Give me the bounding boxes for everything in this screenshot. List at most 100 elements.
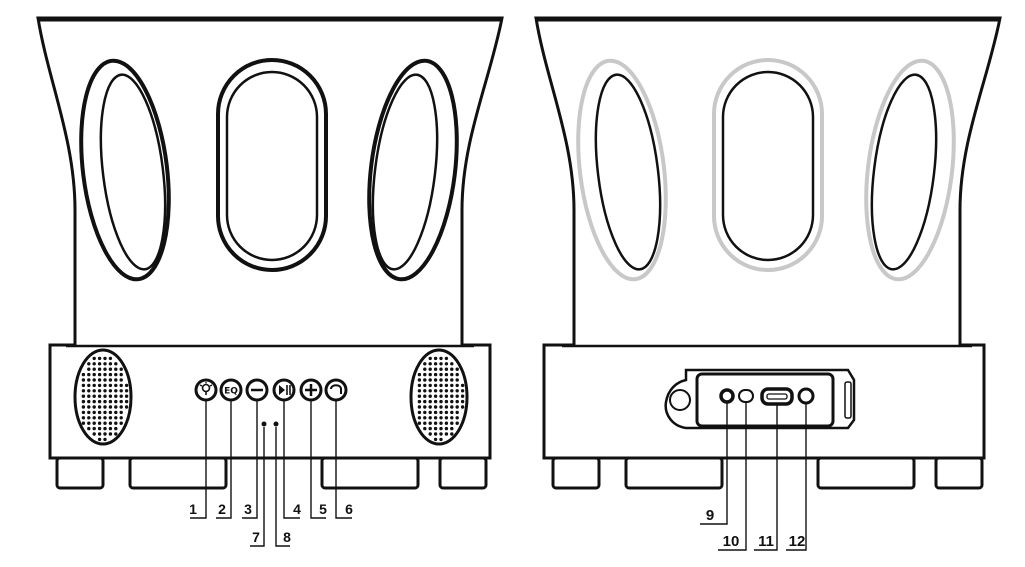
mesh-hole (444, 432, 449, 436)
mesh-hole (87, 367, 91, 371)
mesh-hole (444, 394, 449, 398)
mesh-hole (97, 432, 102, 436)
mesh-hole (417, 405, 422, 409)
mesh-hole (87, 383, 91, 388)
mesh-hole (108, 394, 113, 398)
mesh-hole (114, 416, 118, 420)
mesh-hole (108, 378, 113, 382)
mesh-hole (428, 362, 432, 366)
mesh-hole (423, 378, 427, 382)
mesh-hole (92, 421, 96, 425)
mesh-hole (124, 389, 129, 393)
control-button-volume-down[interactable] (245, 378, 269, 402)
mesh-hole (439, 432, 443, 436)
mesh-hole (450, 410, 454, 415)
indicator-led-8 (273, 421, 279, 427)
mesh-hole (428, 421, 432, 425)
aux-jack-icon[interactable] (719, 388, 735, 404)
control-button-eq[interactable]: EQ (219, 378, 243, 402)
mesh-hole (428, 378, 432, 382)
mesh-hole (423, 389, 427, 393)
mesh-hole (97, 399, 102, 404)
mesh-hole (455, 410, 459, 415)
mesh-hole (87, 410, 91, 415)
mesh-hole (108, 426, 113, 431)
control-button-volume-up[interactable] (299, 378, 323, 402)
light-icon (199, 382, 213, 395)
back-left-grille-slot (576, 58, 668, 282)
mesh-hole (439, 437, 443, 442)
led-indicator-icon (738, 389, 754, 403)
mesh-hole (119, 421, 123, 425)
mesh-hole (417, 410, 422, 415)
mesh-hole (97, 378, 102, 382)
mesh-hole (103, 383, 107, 388)
mesh-hole (124, 405, 129, 409)
mesh-hole (87, 426, 91, 431)
mesh-hole (439, 416, 443, 420)
mesh-hole (103, 426, 107, 431)
mesh-hole (124, 399, 129, 404)
mesh-hole (433, 356, 438, 361)
mesh-hole (81, 372, 86, 377)
mesh-hole (97, 426, 102, 431)
mesh-hole (450, 378, 454, 382)
mesh-hole (114, 378, 118, 382)
mesh-hole (444, 399, 449, 404)
control-button-light[interactable] (194, 378, 218, 402)
mesh-hole (114, 362, 118, 366)
mesh-hole (428, 416, 432, 420)
mesh-hole (119, 378, 123, 382)
mesh-hole (417, 394, 422, 398)
mesh-hole (423, 372, 427, 377)
tf-card-slot-icon[interactable] (797, 387, 815, 405)
mesh-hole (428, 426, 432, 431)
mesh-hole (433, 362, 438, 366)
mesh-hole (439, 372, 443, 377)
mesh-hole (455, 367, 459, 371)
mesh-hole (114, 389, 118, 393)
mesh-hole (87, 372, 91, 377)
front-right-speaker-mesh (409, 348, 469, 446)
mesh-hole (417, 399, 422, 404)
callout-1: 1 (189, 501, 197, 517)
mesh-hole (450, 399, 454, 404)
mesh-hole (108, 405, 113, 409)
back-view: 9 10 11 12 (534, 16, 1002, 551)
mesh-hole (81, 416, 86, 420)
mesh-hole (114, 367, 118, 371)
mesh-hole (455, 399, 459, 404)
mesh-hole (428, 399, 432, 404)
usb-port-icon[interactable] (760, 387, 794, 406)
mesh-hole (103, 389, 107, 393)
mesh-hole (87, 405, 91, 409)
mesh-hole (103, 394, 107, 398)
mesh-hole (423, 394, 427, 398)
mesh-hole (423, 410, 427, 415)
call-icon (330, 384, 342, 394)
mesh-hole (417, 389, 422, 393)
mesh-hole (450, 421, 454, 425)
mesh-hole (460, 394, 465, 398)
control-button-call[interactable] (324, 378, 348, 402)
mesh-hole (444, 405, 449, 409)
mesh-hole (423, 367, 427, 371)
callout-11: 11 (758, 533, 774, 550)
front-right-grille-slot (367, 58, 459, 282)
mesh-hole (119, 405, 123, 409)
mesh-hole (92, 410, 96, 415)
control-button-play-pause[interactable] (272, 378, 296, 402)
mesh-hole (103, 432, 107, 436)
mesh-hole (114, 394, 118, 398)
mesh-hole (433, 416, 438, 420)
mesh-hole (423, 383, 427, 388)
mesh-hole (108, 432, 113, 436)
mesh-hole (81, 405, 86, 409)
mesh-hole (87, 421, 91, 425)
mesh-hole (450, 426, 454, 431)
mesh-hole (114, 421, 118, 425)
mesh-hole (444, 372, 449, 377)
mesh-hole (455, 416, 459, 420)
mesh-hole (450, 416, 454, 420)
